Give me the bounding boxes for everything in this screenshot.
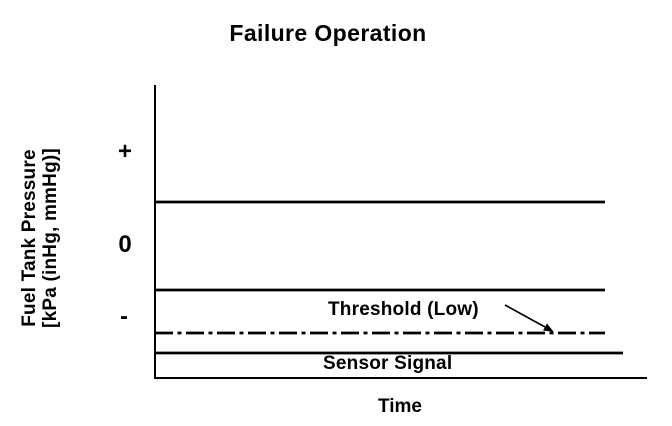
y-tick-plus: + [117, 138, 133, 165]
threshold-arrow-head [543, 323, 554, 332]
chart-title: Failure Operation [229, 20, 427, 46]
sensor-signal-label: Sensor Signal [323, 353, 453, 374]
x-axis-label: Time [377, 396, 423, 417]
axis-lines [154, 85, 647, 379]
threshold-low-label: Threshold (Low) [328, 299, 479, 320]
y-tick-minus: - [120, 303, 128, 330]
threshold-arrow-shaft [504, 304, 546, 328]
y-tick-zero: 0 [118, 231, 132, 258]
